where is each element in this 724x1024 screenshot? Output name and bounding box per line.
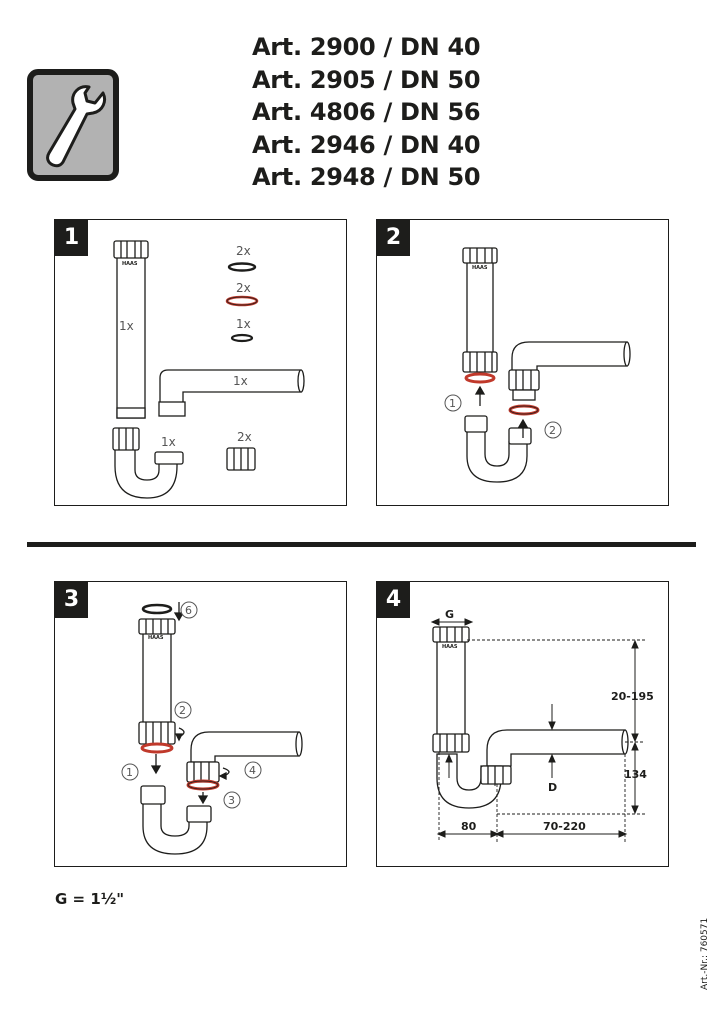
section-divider (27, 542, 696, 547)
side-dimension: 134 (624, 768, 647, 781)
trap-qty: 1x (161, 435, 176, 449)
step-2-panel: 1 2 HAAS 2 (376, 219, 669, 506)
article-number: Art.-Nr.: 760571 (700, 917, 710, 990)
ring-black-qty: 2x (236, 244, 251, 258)
diameter-label: D (548, 781, 557, 794)
brand-label: HAAS (442, 644, 458, 650)
callout-1: 1 (126, 766, 133, 779)
dimension-drawing: G D 20-195 134 80 70-220 HAAS (430, 608, 654, 842)
brand-label: HAAS (148, 635, 164, 641)
brand-label: HAAS (472, 265, 488, 271)
brand-label: HAAS (122, 261, 138, 267)
reach-dimension: 70-220 (543, 820, 586, 833)
article-title: Art. 2948 / DN 50 (252, 163, 481, 191)
wrench-icon (27, 69, 119, 181)
tube-qty: 1x (119, 319, 134, 333)
step-number: 1 (55, 220, 88, 256)
callout-2: 2 (549, 424, 556, 437)
callout-4: 4 (249, 764, 256, 777)
step-4-panel: G D 20-195 134 80 70-220 HAAS 4 (376, 581, 669, 867)
assembly-step-3-drawing: 6 2 1 4 3 HAAS (121, 601, 303, 855)
callout-1: 1 (449, 397, 456, 410)
step-1-panel: HAAS 1x 1x 1x 2x 2x 1x 2x 1 (54, 219, 347, 506)
callout-3: 3 (228, 794, 235, 807)
offset-dimension: 80 (461, 820, 477, 833)
callout-6: 6 (185, 604, 192, 617)
article-title-list: Art. 2900 / DN 40 Art. 2905 / DN 50 Art.… (252, 31, 582, 194)
article-title: Art. 2905 / DN 50 (252, 65, 481, 94)
thread-label: G (445, 608, 454, 621)
step-number: 3 (55, 582, 88, 618)
step-number: 4 (377, 582, 410, 618)
parts-overview-drawing: HAAS 1x 1x 1x 2x 2x 1x 2x (112, 240, 305, 499)
step-number: 2 (377, 220, 410, 256)
elbow-qty: 1x (233, 374, 248, 388)
nut-qty: 2x (237, 430, 252, 444)
assembly-step-2-drawing: 1 2 HAAS (444, 247, 631, 483)
article-title: Art. 2900 / DN 40 (252, 33, 481, 61)
height-dimension: 20-195 (611, 690, 654, 703)
thread-size-note: G = 1½" (55, 890, 125, 908)
article-title: Art. 2946 / DN 40 (252, 130, 481, 159)
ring-red-qty: 2x (236, 281, 251, 295)
ring-small-qty: 1x (236, 317, 251, 331)
article-title: Art. 4806 / DN 56 (252, 98, 481, 126)
step-3-panel: 6 2 1 4 3 HAAS 3 (54, 581, 347, 867)
callout-2: 2 (179, 704, 186, 717)
